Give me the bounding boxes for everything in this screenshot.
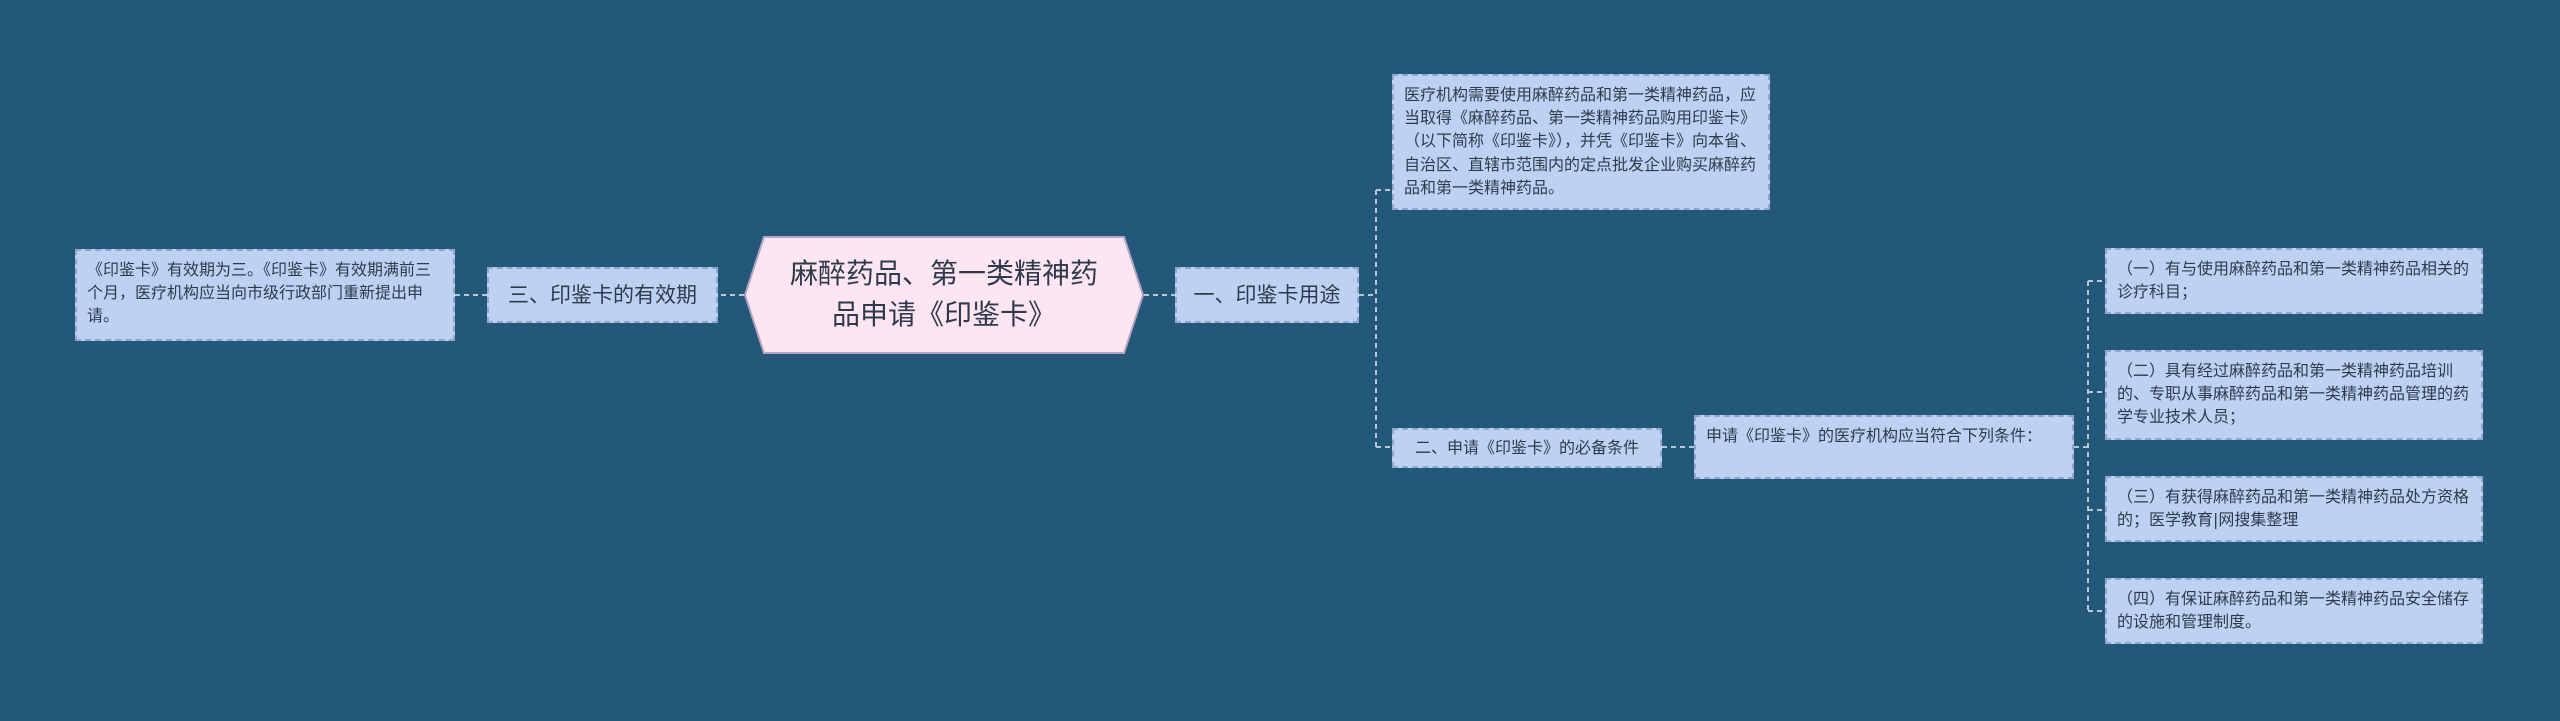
branch-required-conditions-label: 二、申请《印鉴卡》的必备条件 bbox=[1414, 438, 1639, 458]
condition-item-4[interactable]: （四）有保证麻醉药品和第一类精神药品安全储存的设施和管理制度。 bbox=[2105, 578, 2483, 644]
branch-validity-period-label: 三、印鉴卡的有效期 bbox=[508, 282, 697, 307]
condition-item-2-text: （二）具有经过麻醉药品和第一类精神药品培训的、专职从事麻醉药品和第一类精神药品管… bbox=[2117, 361, 2470, 427]
leaf-usage-detail[interactable]: 医疗机构需要使用麻醉药品和第一类精神药品，应当取得《麻醉药品、第一类精神药品购用… bbox=[1392, 74, 1770, 210]
branch-card-usage-label: 一、印鉴卡用途 bbox=[1193, 282, 1341, 307]
leaf-conditions-intro[interactable]: 申请《印鉴卡》的医疗机构应当符合下列条件： bbox=[1694, 415, 2074, 479]
branch-validity-period[interactable]: 三、印鉴卡的有效期 bbox=[487, 267, 718, 323]
root-topic[interactable]: 麻醉药品、第一类精神药品申请《印鉴卡》 bbox=[744, 236, 1144, 354]
condition-item-3-text: （三）有获得麻醉药品和第一类精神药品处方资格的；医学教育|网搜集整理 bbox=[2117, 487, 2470, 530]
condition-item-2[interactable]: （二）具有经过麻醉药品和第一类精神药品培训的、专职从事麻醉药品和第一类精神药品管… bbox=[2105, 350, 2483, 440]
condition-item-1-text: （一）有与使用麻醉药品和第一类精神药品相关的诊疗科目； bbox=[2117, 259, 2470, 302]
condition-item-4-text: （四）有保证麻醉药品和第一类精神药品安全储存的设施和管理制度。 bbox=[2117, 589, 2470, 632]
connector-intro-to-conditions bbox=[2074, 280, 2105, 612]
leaf-validity-detail-text: 《印鉴卡》有效期为三。《印鉴卡》有效期满前三个月，医疗机构应当向市级行政部门重新… bbox=[87, 260, 432, 326]
leaf-usage-detail-text: 医疗机构需要使用麻醉药品和第一类精神药品，应当取得《麻醉药品、第一类精神药品购用… bbox=[1404, 85, 1757, 197]
leaf-conditions-intro-text: 申请《印鉴卡》的医疗机构应当符合下列条件： bbox=[1706, 426, 2043, 445]
condition-item-1[interactable]: （一）有与使用麻醉药品和第一类精神药品相关的诊疗科目； bbox=[2105, 248, 2483, 314]
condition-item-3[interactable]: （三）有获得麻醉药品和第一类精神药品处方资格的；医学教育|网搜集整理 bbox=[2105, 476, 2483, 542]
leaf-validity-detail[interactable]: 《印鉴卡》有效期为三。《印鉴卡》有效期满前三个月，医疗机构应当向市级行政部门重新… bbox=[75, 249, 455, 341]
connector-usage-to-children bbox=[1359, 189, 1392, 448]
branch-card-usage[interactable]: 一、印鉴卡用途 bbox=[1175, 267, 1359, 323]
branch-required-conditions[interactable]: 二、申请《印鉴卡》的必备条件 bbox=[1392, 428, 1662, 468]
root-topic-title: 麻醉药品、第一类精神药品申请《印鉴卡》 bbox=[789, 257, 1098, 331]
root-topic-shape bbox=[744, 236, 1144, 354]
